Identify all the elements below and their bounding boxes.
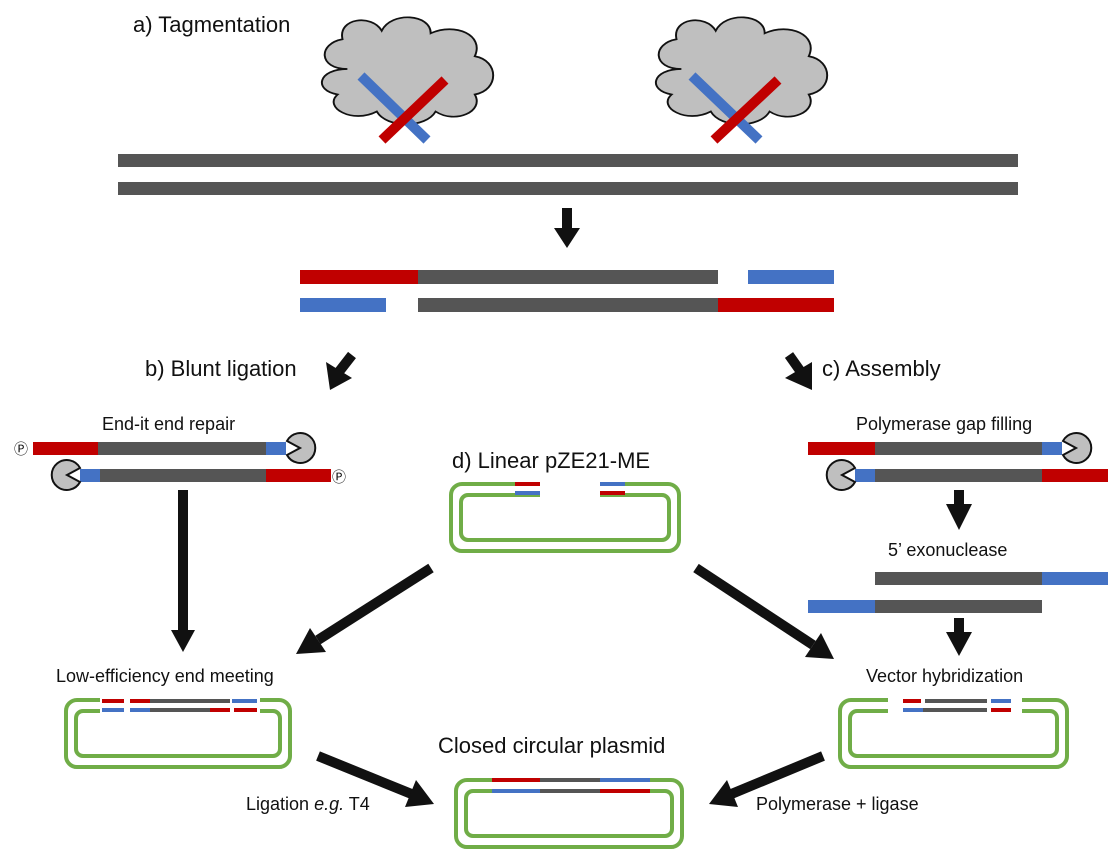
phosphate-icon: Ⓟ bbox=[14, 441, 28, 457]
arrow-down-gap-filling bbox=[946, 490, 972, 530]
arrow-polymerase-ligase bbox=[709, 751, 825, 807]
transposase-left-icon bbox=[320, 16, 495, 144]
ligation-suffix: T4 bbox=[344, 794, 370, 814]
exonuclease-fragment bbox=[808, 572, 1108, 613]
arrow-to-assembly bbox=[784, 352, 812, 390]
low-efficiency-plasmid bbox=[64, 696, 292, 769]
arrow-vector-to-low-efficiency bbox=[296, 563, 434, 654]
arrow-to-blunt-ligation bbox=[326, 351, 356, 390]
transposase-right-icon bbox=[654, 16, 829, 144]
ligation-eg: e.g. bbox=[314, 794, 344, 814]
closed-plasmid-title: Closed circular plasmid bbox=[438, 733, 665, 758]
tagmentation-title: a) Tagmentation bbox=[133, 12, 290, 37]
pacman-icon bbox=[50, 459, 81, 491]
gap-filled-fragment bbox=[808, 442, 1108, 482]
tagmented-fragment bbox=[300, 270, 834, 312]
blunt-ligation-title: b) Blunt ligation bbox=[145, 356, 297, 381]
assembly-title: c) Assembly bbox=[822, 356, 941, 381]
ligation-label: Ligation e.g. T4 bbox=[246, 794, 370, 814]
genomic-dna bbox=[118, 154, 1018, 195]
exonuclease-label: 5’ exonuclease bbox=[888, 540, 1007, 560]
polymerase-ligase-label: Polymerase + ligase bbox=[756, 794, 919, 814]
arrow-down-tagmentation bbox=[554, 208, 580, 248]
low-efficiency-label: Low-efficiency end meeting bbox=[56, 666, 274, 686]
closed-circular-plasmid bbox=[454, 778, 684, 849]
vector-hybridization-label: Vector hybridization bbox=[866, 666, 1023, 686]
phosphate-icon: Ⓟ bbox=[332, 469, 346, 485]
arrow-down-end-repair bbox=[171, 490, 195, 652]
arrow-ligation bbox=[316, 751, 434, 807]
gap-filling-label: Polymerase gap filling bbox=[856, 414, 1032, 434]
arrow-down-exonuclease bbox=[946, 618, 972, 656]
end-it-repair-label: End-it end repair bbox=[102, 414, 235, 434]
end-repaired-fragment bbox=[33, 442, 331, 482]
pacman-icon bbox=[286, 432, 317, 464]
pacman-icon bbox=[1062, 432, 1093, 464]
hybridized-plasmid bbox=[838, 696, 1069, 769]
arrow-vector-to-hybridization bbox=[693, 563, 834, 659]
linear-vector-title: d) Linear pZE21-ME bbox=[452, 448, 650, 473]
linear-vector bbox=[449, 480, 681, 553]
ligation-prefix: Ligation bbox=[246, 794, 314, 814]
pacman-icon bbox=[825, 459, 856, 491]
